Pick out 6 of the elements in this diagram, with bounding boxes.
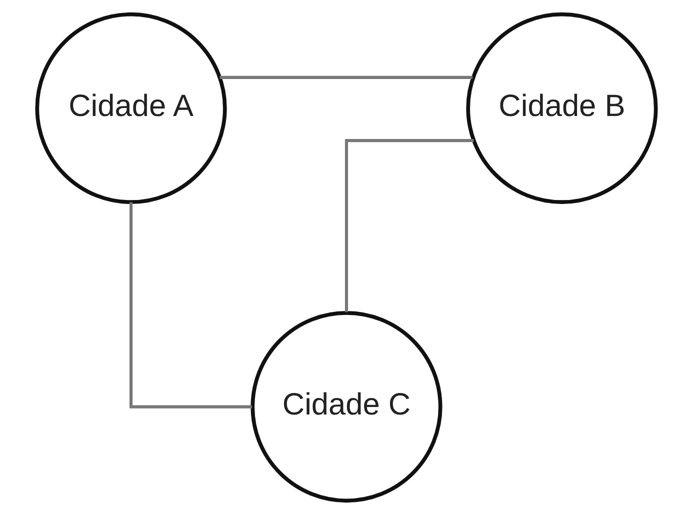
- node-circle: Cidade A: [35, 12, 227, 204]
- node-circle: Cidade C: [250, 310, 442, 503]
- node-circle: Cidade B: [466, 12, 658, 204]
- connector: [130, 202, 252, 408]
- connector: [220, 76, 473, 79]
- connector: [344, 139, 474, 312]
